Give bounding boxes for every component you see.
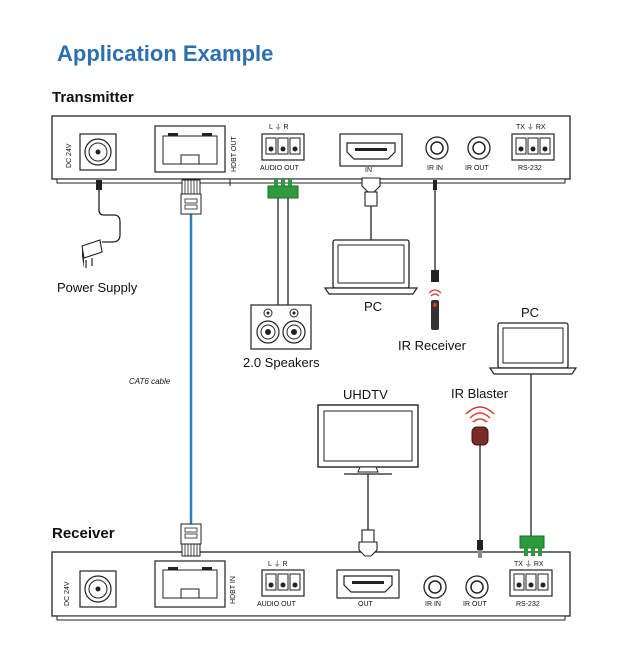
receiver-box [51, 551, 571, 621]
tx-dc-jack [79, 133, 117, 171]
tx-dc-label: DC 24V [66, 143, 73, 168]
rx-ir-out-jack [465, 575, 489, 599]
rx-ir-in-jack [423, 575, 447, 599]
pc-rx-label: PC [521, 305, 540, 320]
pc-laptop-tx [323, 239, 419, 295]
rx-audio-label: AUDIO OUT [257, 601, 296, 608]
tx-ir-out-jack [467, 136, 491, 160]
pc-tx-label: PC [364, 299, 383, 314]
hdmi-cable-rx [358, 474, 378, 557]
tx-irout-label: IR OUT [465, 165, 489, 172]
tx-rs232-terminal [511, 133, 555, 161]
power-supply-label: Power Supply [57, 280, 138, 295]
ir-receiver-icon [428, 180, 442, 330]
tx-rj45-port [154, 125, 226, 173]
ir-blaster-label: IR Blaster [451, 386, 509, 401]
speakers-icon [250, 304, 312, 350]
tx-irin-label: IR IN [427, 165, 443, 172]
tx-rs-pins-label: TX ⏚ RX [516, 124, 546, 131]
rx-dc-label: DC 24V [64, 581, 71, 606]
rx-rs232-label: RS-232 [516, 601, 540, 608]
rx-out-label: OUT [358, 601, 373, 608]
uhdtv-icon [317, 404, 419, 475]
power-supply-icon [81, 180, 121, 268]
rx-irin-label: IR IN [425, 601, 441, 608]
audio-connector-tx [267, 179, 299, 199]
tx-rs232-label: RS-232 [518, 165, 542, 172]
rx-rs-pins-label: TX ⏚ RX [514, 561, 544, 568]
rx-hdbt-label: HDBT IN [230, 576, 237, 604]
pc-laptop-rx [488, 322, 578, 375]
rx-audio-lr-label: L ⏚ R [268, 561, 288, 568]
rx-dc-jack [79, 570, 117, 608]
transmitter-heading: Transmitter [52, 89, 134, 106]
rs232-connector-rx [519, 535, 545, 556]
receiver-heading: Receiver [52, 525, 115, 542]
tx-audio-terminal [261, 133, 305, 161]
rx-irout-label: IR OUT [463, 601, 487, 608]
tx-hdmi-in [339, 133, 403, 167]
transmitter-box [51, 115, 571, 184]
tx-hdbt-label: HDBT OUT [231, 136, 238, 172]
hdmi-cable-tx [361, 177, 381, 240]
page-title: Application Example [57, 41, 274, 66]
cat6-cable [180, 179, 202, 557]
ir-blaster-icon [465, 406, 495, 558]
tx-audio-lr-label: L ⏚ R [269, 124, 289, 131]
uhdtv-label: UHDTV [343, 387, 388, 402]
ir-receiver-label: IR Receiver [398, 338, 466, 353]
rx-audio-terminal [261, 569, 305, 597]
speakers-label: 2.0 Speakers [243, 355, 320, 370]
tx-audio-label: AUDIO OUT [260, 165, 299, 172]
cat6-cable-label: CAT6 cable [129, 377, 171, 386]
rx-rs232-terminal [509, 569, 553, 597]
rx-hdmi-out [336, 569, 400, 599]
rx-rj45-port [154, 560, 226, 608]
tx-ir-in-jack [425, 136, 449, 160]
tx-in-label: IN [365, 167, 372, 174]
